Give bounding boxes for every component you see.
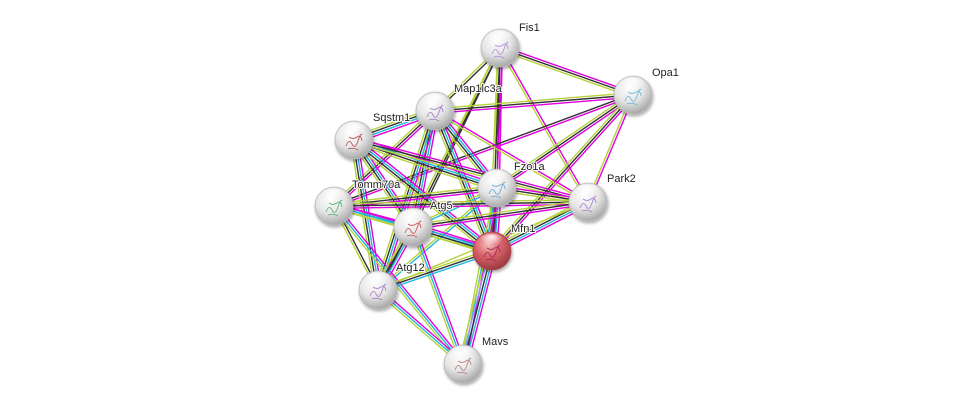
node-label: Opa1 bbox=[652, 67, 679, 79]
edge-line-textmining bbox=[333, 199, 588, 205]
node-highlight bbox=[484, 171, 510, 187]
node-label: Map1lc3a bbox=[454, 83, 503, 95]
node-tomm70a[interactable]: Tomm70a bbox=[314, 178, 402, 226]
edge-line-experiments bbox=[500, 45, 634, 94]
edge-line-textmining bbox=[377, 248, 492, 289]
node-mfn1[interactable]: Mfn1 bbox=[472, 222, 536, 271]
edge-line-textmining bbox=[434, 92, 633, 110]
node-highlight bbox=[422, 94, 448, 110]
edge-line-experiments bbox=[335, 112, 438, 209]
edge-line-experiments bbox=[355, 136, 495, 249]
node-highlight bbox=[400, 210, 426, 226]
node-map1lc3a[interactable]: Map1lc3a bbox=[415, 82, 504, 131]
edge-fis1-opa1[interactable] bbox=[499, 45, 634, 98]
edge-map1lc3a-park2[interactable] bbox=[434, 109, 589, 204]
edge-line-textmining bbox=[333, 185, 497, 205]
node-highlight bbox=[487, 31, 513, 47]
edge-line-textmining bbox=[499, 49, 633, 98]
edge-line-coexpression bbox=[377, 250, 493, 291]
edge-park2-atg5[interactable] bbox=[412, 199, 589, 230]
edge-line-experiments bbox=[413, 203, 589, 230]
edge-line-experiments bbox=[356, 139, 383, 290]
node-label: Tomm70a bbox=[352, 179, 401, 191]
node-highlight bbox=[450, 347, 476, 363]
edge-line-databases bbox=[378, 252, 493, 293]
edge-line-textmining bbox=[352, 142, 497, 192]
node-fzo1a[interactable]: Fzo1a bbox=[477, 160, 546, 208]
edge-opa1-mfn1[interactable] bbox=[489, 92, 636, 254]
edge-line-experiments bbox=[497, 96, 635, 191]
node-label: Mavs bbox=[482, 336, 509, 348]
edge-line-textmining bbox=[498, 48, 588, 203]
node-label: Atg5 bbox=[430, 200, 453, 212]
edge-line-coexpression bbox=[412, 201, 589, 228]
edge-line-experiments bbox=[335, 204, 466, 363]
edge-line-experiments bbox=[435, 96, 634, 114]
edge-line-coexpression bbox=[496, 94, 634, 189]
edge-line-textmining bbox=[410, 227, 462, 366]
edge-line-textmining bbox=[331, 108, 434, 205]
node-highlight bbox=[365, 273, 391, 289]
node-label: Mfn1 bbox=[511, 223, 535, 235]
edge-atg5-mavs[interactable] bbox=[410, 225, 466, 366]
edge-line-coexpression bbox=[462, 250, 493, 365]
edge-line-coexpression bbox=[433, 111, 492, 252]
edge-opa1-fzo1a[interactable] bbox=[495, 92, 635, 191]
edge-park2-tomm70a[interactable] bbox=[333, 199, 589, 209]
node-label: Fzo1a bbox=[514, 161, 545, 173]
node-highlight bbox=[321, 189, 347, 205]
edge-line-coexpression bbox=[353, 139, 589, 203]
edge-line-coexpression bbox=[491, 94, 634, 252]
edge-line-coexpression bbox=[499, 47, 634, 96]
edge-line-coexpression bbox=[333, 110, 436, 207]
edge-opa1-map1lc3a[interactable] bbox=[434, 92, 634, 114]
edge-line-databases bbox=[354, 138, 494, 251]
node-highlight bbox=[620, 78, 646, 94]
node-fis1[interactable]: Fis1 bbox=[480, 21, 541, 68]
edge-line-textmining bbox=[431, 112, 490, 253]
edge-line-textmining bbox=[457, 249, 489, 364]
node-opa1[interactable]: Opa1 bbox=[613, 66, 680, 115]
edge-line-experiments bbox=[500, 47, 590, 202]
edge-line-textmining bbox=[412, 199, 588, 226]
edge-line-experiments bbox=[493, 96, 636, 254]
edge-line-experiments bbox=[334, 95, 634, 208]
edge-line-coexpression bbox=[434, 94, 634, 112]
edge-line-databases bbox=[464, 251, 495, 365]
edge-line-experiments bbox=[414, 225, 466, 364]
edge-mfn1-atg12[interactable] bbox=[377, 248, 493, 293]
node-atg5[interactable]: Atg5 bbox=[393, 199, 454, 247]
edge-line-experiments bbox=[354, 137, 589, 201]
edge-line-experiments bbox=[466, 251, 498, 366]
edge-mfn1-mavs[interactable] bbox=[457, 249, 498, 366]
node-label: Fis1 bbox=[519, 22, 540, 34]
edge-line-textmining bbox=[374, 109, 433, 290]
node-park2[interactable]: Park2 bbox=[568, 172, 637, 222]
node-highlight bbox=[575, 185, 601, 201]
node-atg12[interactable]: Atg12 bbox=[358, 261, 426, 310]
edge-line-coexpression bbox=[333, 201, 589, 207]
edge-line-textmining bbox=[495, 92, 633, 187]
node-label: Sqstm1 bbox=[373, 112, 410, 124]
edge-line-experiments bbox=[435, 109, 589, 202]
edge-line-textmining bbox=[489, 92, 632, 250]
edge-map1lc3a-tomm70a[interactable] bbox=[331, 108, 438, 209]
node-highlight bbox=[341, 123, 367, 139]
edge-line-databases bbox=[412, 226, 464, 365]
edge-line-experiments bbox=[415, 111, 440, 228]
edge-fis1-park2[interactable] bbox=[498, 47, 590, 203]
node-sqstm1[interactable]: Sqstm1 bbox=[334, 111, 411, 160]
nodes-layer: Fis1Opa1Map1lc3aSqstm1Fzo1aPark2Tomm70aA… bbox=[314, 21, 680, 384]
node-label: Park2 bbox=[607, 173, 636, 185]
edge-line-experiments bbox=[334, 203, 589, 209]
edge-line-homology bbox=[460, 250, 491, 364]
edge-line-textmining bbox=[434, 111, 588, 204]
node-mavs[interactable]: Mavs bbox=[443, 335, 510, 384]
node-label: Atg12 bbox=[396, 262, 425, 274]
node-highlight bbox=[479, 234, 505, 250]
